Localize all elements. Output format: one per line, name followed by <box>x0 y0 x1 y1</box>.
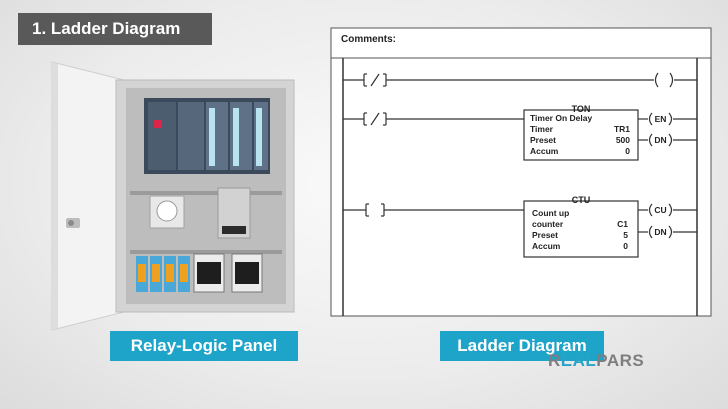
contactor-terminals <box>197 262 221 284</box>
din-rail <box>130 250 282 254</box>
ton-timer-label: Timer <box>530 124 554 134</box>
rung-2 <box>343 118 697 141</box>
logo-part-3: PARS <box>596 351 645 370</box>
ctu-cu-coil <box>648 203 673 217</box>
ton-preset-value: 500 <box>616 135 630 145</box>
ctu-block <box>523 200 639 258</box>
ton-en-coil <box>648 112 673 126</box>
ton-description: Timer On Delay <box>530 113 592 123</box>
plc-io-terminals <box>209 108 262 166</box>
no-contact-rung-3 <box>365 203 385 217</box>
ctu-description-2: counter <box>532 219 564 229</box>
plc-cpu <box>178 102 204 170</box>
ctu-cu-label: CU <box>654 205 666 215</box>
relay-bank <box>136 256 190 292</box>
door-edge <box>52 62 58 330</box>
ctu-preset-value: 5 <box>623 230 628 240</box>
ladder-frame <box>330 27 712 317</box>
ctu-dn-coil <box>648 225 673 239</box>
relay-logic-panel-caption: Relay-Logic Panel <box>110 331 298 361</box>
plc-status-led <box>154 120 162 128</box>
ton-accum-label: Accum <box>530 146 559 156</box>
logo-part-2: EAL <box>560 351 597 370</box>
rung-3 <box>343 209 697 233</box>
realpars-logo: REALPARS <box>548 351 644 371</box>
ctu-preset-label: Preset <box>532 230 558 240</box>
comments-label: Comments: <box>341 34 396 45</box>
ton-block-name: TON <box>572 104 591 114</box>
door-lock-icon <box>68 220 74 226</box>
ctu-counter-value: C1 <box>617 219 628 229</box>
logo-part-1: R <box>548 351 561 370</box>
ctu-block-name: CTU <box>572 195 591 205</box>
ton-block <box>523 109 639 161</box>
nc-contact-rung-1 <box>363 73 387 87</box>
ctu-accum-label: Accum <box>532 241 561 251</box>
ton-timer-value: TR1 <box>614 124 630 134</box>
ton-preset-label: Preset <box>530 135 556 145</box>
ctu-accum-value: 0 <box>623 241 628 251</box>
plc-power-supply <box>148 102 176 170</box>
power-module-terminals <box>222 226 246 234</box>
ton-accum-value: 0 <box>625 146 630 156</box>
ladder-diagram-caption: Ladder Diagram <box>440 331 604 361</box>
ton-dn-coil <box>648 133 673 147</box>
contactor-terminals <box>235 262 259 284</box>
ton-en-label: EN <box>655 114 667 124</box>
ctu-description-1: Count up <box>532 208 569 218</box>
nc-contact-rung-2 <box>363 112 387 126</box>
ctu-dn-label: DN <box>654 227 666 237</box>
section-title: 1. Ladder Diagram <box>18 13 212 45</box>
output-coil-rung-1 <box>654 72 674 88</box>
ton-dn-label: DN <box>654 135 666 145</box>
din-rail <box>130 191 282 195</box>
timer-dial-icon <box>156 200 178 222</box>
